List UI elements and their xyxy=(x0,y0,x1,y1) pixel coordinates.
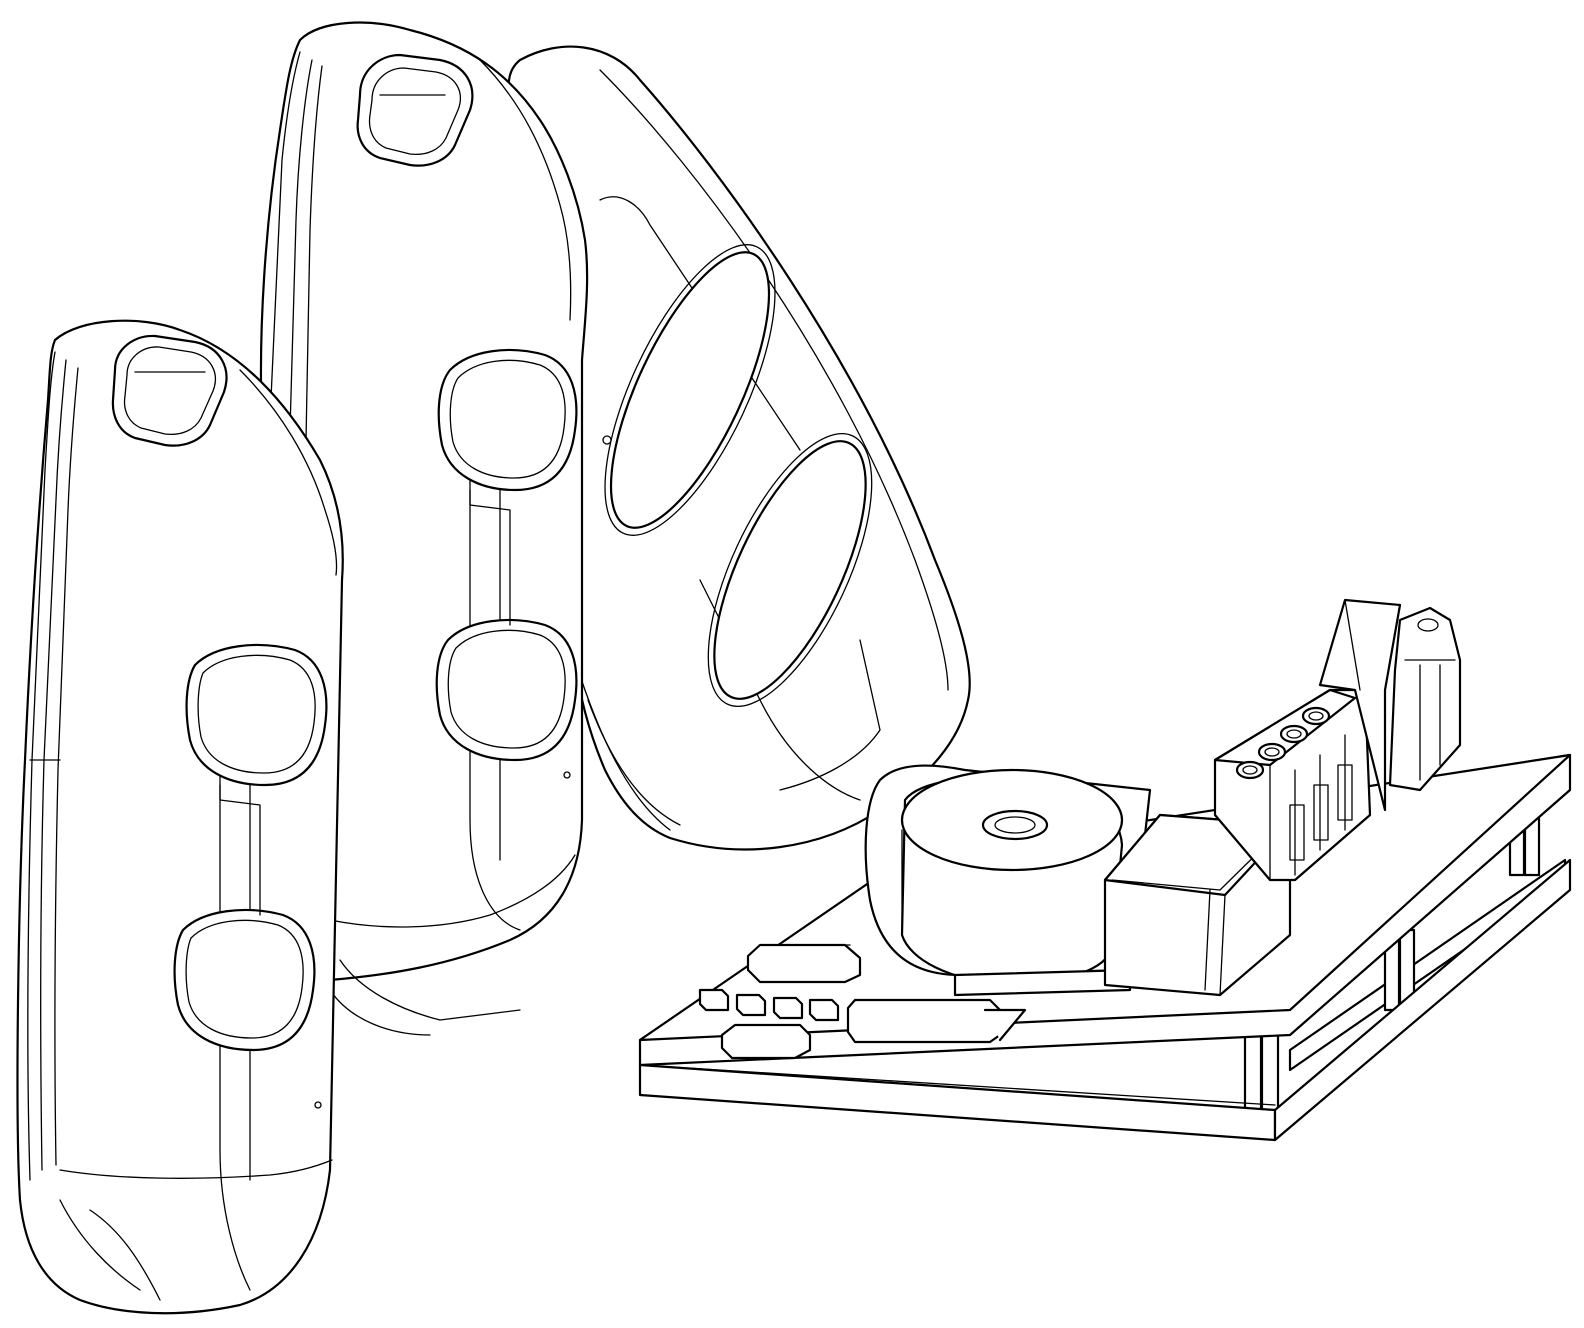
middle-fob-button-bottom xyxy=(435,618,578,762)
front-fob-button-top xyxy=(185,643,328,787)
back-fob-button-top xyxy=(609,251,771,529)
terminal-block-2-pin xyxy=(1318,598,1462,812)
terminal-block-4-pin xyxy=(1213,688,1372,882)
back-fob-button-bottom xyxy=(713,440,867,700)
front-fob-button-bottom xyxy=(173,908,316,1052)
receiver-circuit-board xyxy=(638,598,1572,1142)
remote-fob-back xyxy=(507,45,971,851)
middle-fob-button-top xyxy=(437,348,578,492)
smd-components xyxy=(698,943,1027,1060)
middle-fob-keyring-hole xyxy=(356,53,474,167)
lower-board xyxy=(1243,813,1567,1132)
remote-fob-front xyxy=(16,319,344,1315)
remote-fob-middle xyxy=(259,21,589,1036)
buzzer-hole xyxy=(981,809,1049,841)
front-fob-keyring-hole xyxy=(111,334,228,447)
buzzer xyxy=(864,764,1152,997)
